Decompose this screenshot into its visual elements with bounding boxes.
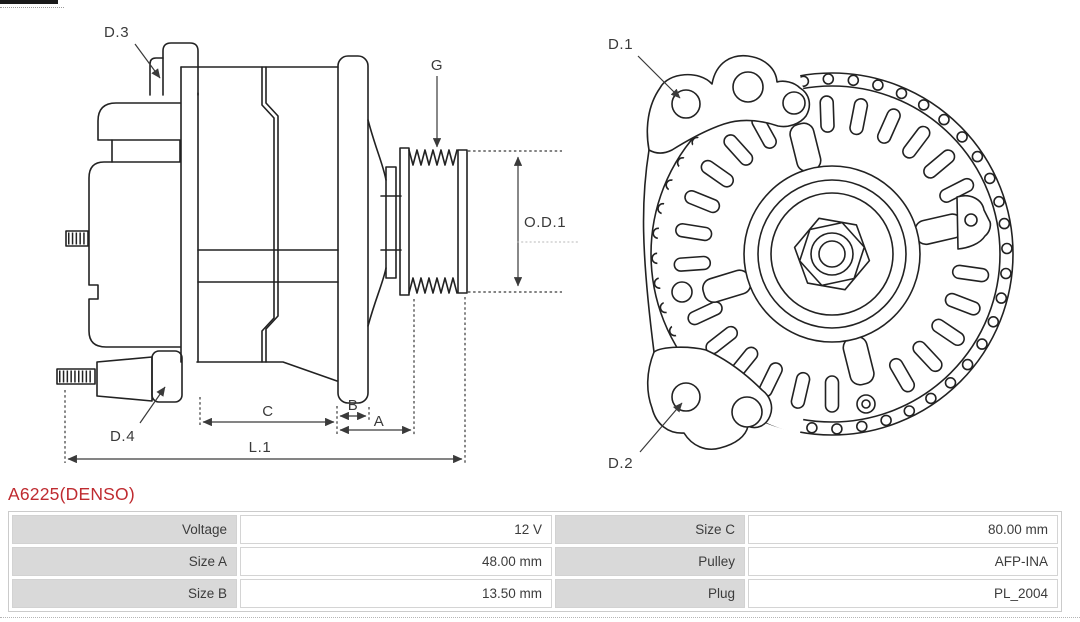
spec-label-size-c: Size C	[555, 515, 745, 544]
alternator-technical-drawing: D.3 D.4 G O.D.1 C B A L.1	[56, 24, 1014, 472]
pulley-side	[399, 147, 468, 296]
spec-row: Size A 48.00 mm Pulley AFP-INA	[12, 547, 1058, 576]
spec-row: Size B 13.50 mm Plug PL_2004	[12, 579, 1058, 608]
vent-slots	[673, 95, 990, 413]
spec-value-pulley: AFP-INA	[748, 547, 1058, 576]
bracket-left-edge	[642, 149, 655, 353]
bolt-hole-d2	[671, 382, 701, 412]
part-number-title: A6225(DENSO)	[8, 484, 135, 504]
bottom-right-tab	[856, 394, 876, 414]
leader-d3	[134, 43, 161, 79]
label-l1: L.1	[249, 439, 272, 456]
spec-label-pulley: Pulley	[555, 547, 745, 576]
spec-label-voltage: Voltage	[12, 515, 237, 544]
mounting-ear-d3	[162, 42, 199, 96]
plug-connector	[96, 356, 153, 402]
mounting-lug-d4	[151, 350, 183, 403]
label-a: A	[374, 413, 385, 430]
spec-value-size-b: 13.50 mm	[240, 579, 552, 608]
front-view: D.1 D.2	[608, 36, 1014, 472]
outer-fin-ring	[650, 72, 1014, 436]
label-c: C	[262, 403, 273, 420]
label-g: G	[431, 57, 443, 74]
leader-d4	[139, 386, 166, 424]
terminal-stud-lower	[56, 368, 96, 385]
spec-value-size-a: 48.00 mm	[240, 547, 552, 576]
pulley-front	[743, 165, 921, 343]
spec-row: Voltage 12 V Size C 80.00 mm	[12, 515, 1058, 544]
spec-value-size-c: 80.00 mm	[748, 515, 1058, 544]
spec-label-plug: Plug	[555, 579, 745, 608]
side-view: D.3 D.4 G O.D.1 C B A L.1	[56, 24, 578, 464]
label-d3: D.3	[104, 24, 129, 41]
leader-d2	[639, 402, 683, 453]
spec-label-size-b: Size B	[12, 579, 237, 608]
right-tab	[956, 194, 992, 250]
top-mounting-ear	[646, 54, 811, 154]
spec-label-size-a: Size A	[12, 547, 237, 576]
page-bottom-dotted-line	[0, 617, 1080, 618]
label-b: B	[348, 397, 359, 414]
label-d1: D.1	[608, 36, 633, 53]
spec-table: Voltage 12 V Size C 80.00 mm Size A 48.0…	[8, 511, 1062, 612]
label-od1: O.D.1	[524, 214, 566, 231]
terminal-stud-upper	[65, 230, 89, 247]
spec-value-plug: PL_2004	[748, 579, 1058, 608]
front-mounting-lug	[337, 55, 369, 404]
label-d4: D.4	[110, 428, 135, 445]
page-corner-artifact	[0, 0, 58, 4]
spec-value-voltage: 12 V	[240, 515, 552, 544]
page-corner-dotted-line	[0, 7, 64, 8]
leader-d1	[637, 55, 681, 99]
label-d2: D.2	[608, 455, 633, 472]
